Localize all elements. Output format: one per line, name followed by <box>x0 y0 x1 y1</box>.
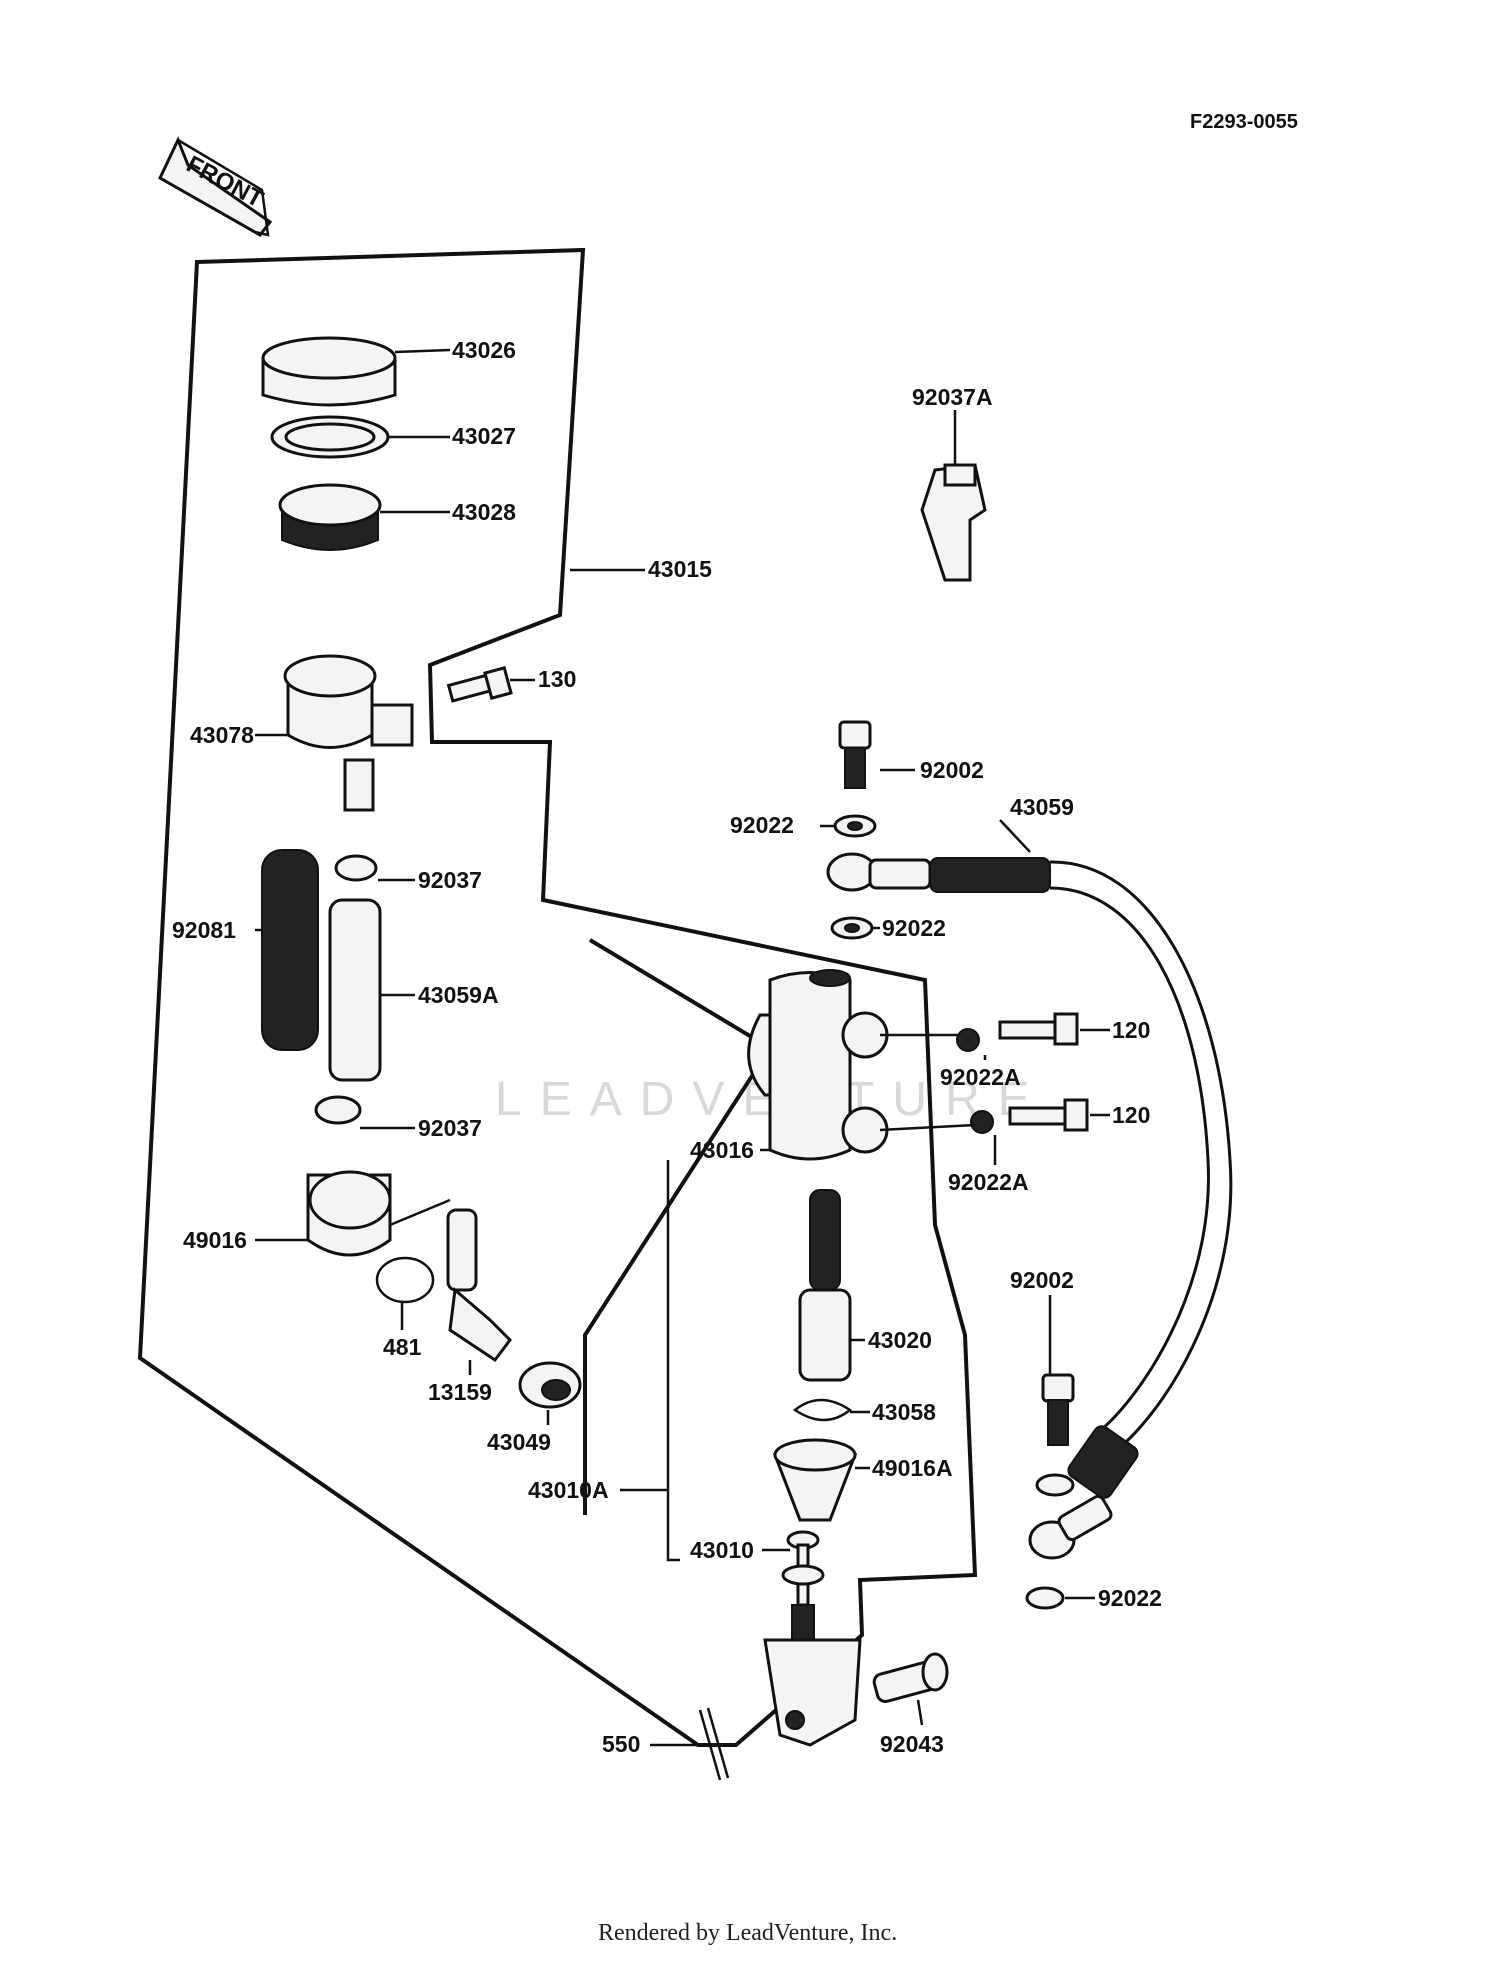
part-label-43078: 43078 <box>190 722 254 748</box>
brake-hose-part <box>929 857 1233 1499</box>
grommet-part <box>518 1361 582 1409</box>
assembly-frame-43010a <box>583 938 773 1515</box>
banjo-fitting-lower-part <box>1028 1494 1113 1560</box>
part-label-92022a-lower: 92022A <box>948 1169 1029 1195</box>
washer-upper-a-part <box>833 814 877 838</box>
part-label-92022a-upper: 92022A <box>940 1064 1021 1090</box>
part-label-92037-lower: 92037 <box>418 1115 482 1141</box>
part-label-92043: 92043 <box>880 1731 944 1757</box>
part-label-92022-upper-b: 92022 <box>882 915 946 941</box>
cotter-pin-part <box>698 1707 730 1781</box>
part-label-120-upper: 120 <box>1112 1017 1150 1043</box>
washer-lower-a-part <box>1035 1473 1075 1497</box>
clevis-part <box>763 1638 862 1747</box>
part-label-43010: 43010 <box>690 1537 754 1563</box>
reservoir-bolt-part <box>446 666 513 703</box>
diagram-ref-code: F2293-0055 <box>1190 111 1298 133</box>
part-label-92002-lower: 92002 <box>1010 1267 1074 1293</box>
reservoir-cup-part <box>306 1170 392 1257</box>
master-cylinder-body-part <box>747 969 889 1161</box>
part-label-43027: 43027 <box>452 423 516 449</box>
dust-boot-part <box>772 1438 858 1522</box>
mounting-bolt-lower-part <box>970 1098 1089 1134</box>
part-label-120-lower: 120 <box>1112 1102 1150 1128</box>
part-label-49016a: 49016A <box>872 1455 953 1481</box>
reservoir-hose-part <box>328 898 382 1082</box>
washer-upper-b-part <box>830 916 874 940</box>
leader-lines <box>255 348 1110 1747</box>
push-rod-part <box>781 1530 825 1646</box>
part-label-92081: 92081 <box>172 917 236 943</box>
hose-clip-part <box>920 463 987 582</box>
part-label-43026: 43026 <box>452 337 516 363</box>
part-label-43015: 43015 <box>648 556 712 582</box>
part-label-92037-upper: 92037 <box>418 867 482 893</box>
piston-circlip-part <box>792 1398 853 1422</box>
reservoir-tank-part <box>283 654 414 812</box>
part-label-92022-upper-a: 92022 <box>730 812 794 838</box>
hose-clamp-upper-part <box>334 854 378 882</box>
banjo-fitting-upper-part <box>826 852 932 892</box>
part-label-550: 550 <box>602 1731 640 1757</box>
banjo-bolt-lower-part <box>1041 1373 1075 1446</box>
part-label-92037a: 92037A <box>912 384 993 410</box>
front-arrow-icon: FRONT <box>158 136 273 237</box>
part-label-43020: 43020 <box>868 1327 932 1353</box>
banjo-bolt-upper-part <box>838 720 872 789</box>
mounting-bolt-upper-part <box>956 1012 1079 1052</box>
circlip-part <box>375 1256 435 1304</box>
piston-assembly-part <box>798 1189 852 1382</box>
part-label-43016: 43016 <box>690 1137 754 1163</box>
part-label-92022-lower: 92022 <box>1098 1585 1162 1611</box>
hose-elbow-part <box>446 1208 512 1363</box>
part-label-130: 130 <box>538 666 576 692</box>
reservoir-cap-part <box>261 336 397 407</box>
diaphragm-part <box>278 483 382 551</box>
part-label-43059a: 43059A <box>418 982 499 1008</box>
assembly-frame-43015 <box>137 247 978 1747</box>
part-label-481: 481 <box>383 1334 422 1360</box>
part-label-13159: 13159 <box>428 1379 492 1405</box>
part-label-43059: 43059 <box>1010 794 1074 820</box>
part-label-49016: 49016 <box>183 1227 247 1253</box>
part-label-43010a: 43010A <box>528 1477 609 1503</box>
part-label-43049: 43049 <box>487 1429 551 1455</box>
part-label-92002-upper: 92002 <box>920 757 984 783</box>
spring-part <box>261 849 319 1051</box>
part-label-43058: 43058 <box>872 1399 936 1425</box>
part-label-43028: 43028 <box>452 499 516 525</box>
diaphragm-plate-part <box>270 415 390 459</box>
washer-lower-b-part <box>1025 1586 1065 1610</box>
footer-credit: Rendered by LeadVenture, Inc. <box>598 1920 897 1946</box>
clevis-pin-part <box>872 1652 949 1703</box>
hose-clamp-lower-part <box>314 1095 362 1125</box>
